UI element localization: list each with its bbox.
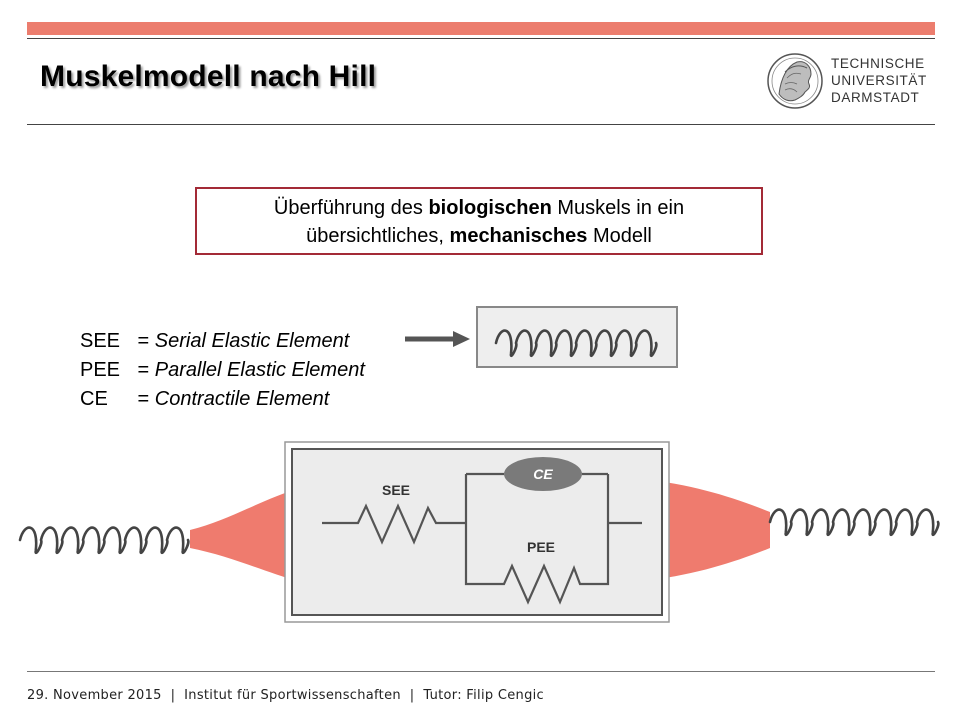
callout-line-1: Überführung des biologischen Muskels in … xyxy=(197,194,761,222)
logo-line-1: TECHNISCHE xyxy=(831,56,925,71)
model-circuit xyxy=(322,472,642,605)
callout-line-2: übersichtliches, mechanisches Modell xyxy=(197,222,761,250)
university-logo: TECHNISCHE UNIVERSITÄT DARMSTADT xyxy=(765,48,935,114)
callout-bold: biologischen xyxy=(428,197,552,219)
callout-text: Muskels in ein xyxy=(551,197,685,219)
hill-model-diagram: CE SEE PEE xyxy=(18,306,940,623)
definitions-list: SEE = Serial Elastic Element PEE = Paral… xyxy=(80,327,365,414)
definition-equals: = xyxy=(132,388,155,410)
definition-term: Contractile Element xyxy=(154,388,330,410)
footer-divider xyxy=(27,671,935,672)
logo-line-2: UNIVERSITÄT xyxy=(831,73,927,88)
ce-element xyxy=(504,457,582,491)
callout-text: Überführung des xyxy=(273,197,429,219)
callout-text: Modell xyxy=(587,225,652,247)
definition-row: SEE = Serial Elastic Element xyxy=(80,327,365,356)
logo-line-3: DARMSTADT xyxy=(831,90,920,105)
callout-box: Überführung des biologischen Muskels in … xyxy=(195,187,763,255)
pointer-arrow-head xyxy=(453,331,470,347)
definition-row: CE = Contractile Element xyxy=(80,385,365,414)
top-divider xyxy=(27,38,935,39)
ce-label: CE xyxy=(533,466,553,482)
pee-label: PEE xyxy=(527,539,555,555)
muscle-belly-left xyxy=(190,488,300,582)
definition-term: Serial Elastic Element xyxy=(154,330,350,352)
pee-spring-symbol xyxy=(464,474,610,605)
callout-text: übersichtliches, xyxy=(306,225,450,247)
slide-title: Muskelmodell nach Hill xyxy=(40,60,377,93)
header-divider xyxy=(27,124,935,125)
model-frame-inner xyxy=(291,448,663,616)
tendon-spring-right-icon xyxy=(768,508,940,536)
definition-term: Parallel Elastic Element xyxy=(154,359,365,381)
footer-text: 29. November 2015 | Institut für Sportwi… xyxy=(27,688,544,703)
tendon-spring-left-icon xyxy=(18,526,190,554)
definition-row: PEE = Parallel Elastic Element xyxy=(80,356,365,385)
definition-abbr: PEE xyxy=(80,359,121,381)
top-accent-bar xyxy=(27,22,935,35)
definition-equals: = xyxy=(132,330,155,352)
see-spring-symbol xyxy=(322,503,466,545)
logo-wordmark: TECHNISCHE UNIVERSITÄT DARMSTADT xyxy=(831,55,927,106)
see-label: SEE xyxy=(382,482,410,498)
muscle-belly-right xyxy=(650,480,770,580)
callout-bold: mechanisches xyxy=(449,225,588,247)
definition-abbr: SEE xyxy=(80,330,121,352)
definition-abbr: CE xyxy=(80,388,108,410)
coil-spring-icon xyxy=(494,329,658,357)
definition-equals: = xyxy=(132,359,155,381)
athena-seal-icon xyxy=(767,53,823,109)
